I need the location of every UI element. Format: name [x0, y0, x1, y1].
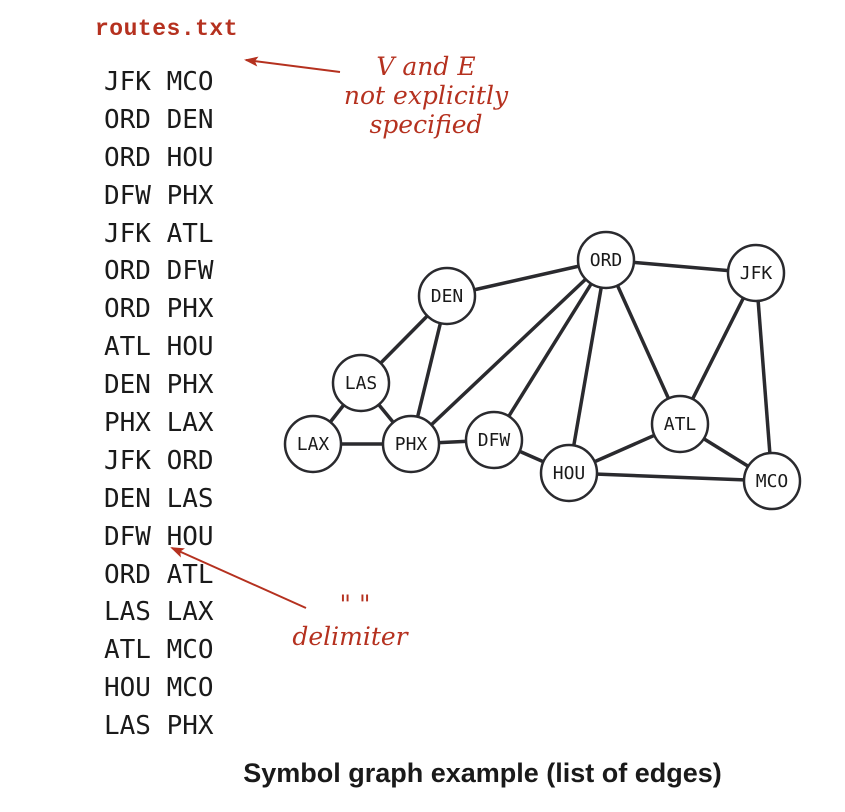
- graph-node-label: DEN: [431, 286, 464, 307]
- graph-edge-ord-phx: [409, 258, 608, 446]
- graph-node-den: DEN: [417, 266, 477, 326]
- graph-node-ord: ORD: [576, 230, 636, 290]
- filename-label: routes.txt: [95, 16, 239, 42]
- route-line: ORD PHX: [104, 294, 214, 325]
- route-line: JFK ORD: [104, 445, 214, 476]
- route-line: DFW PHX: [104, 180, 214, 211]
- graph-edge-hou-mco: [568, 471, 773, 483]
- graph-node-circle: [417, 266, 477, 326]
- graph-node-dfw: DFW: [464, 410, 524, 470]
- graph-nodes: ORD JFK DEN LAS LAX PHX DFW ATL HOU MCO: [283, 230, 802, 511]
- graph-node-jfk: JFK: [726, 243, 786, 303]
- route-line: DEN LAS: [104, 483, 214, 514]
- route-line: DEN PHX: [104, 370, 214, 401]
- route-line: ATL HOU: [104, 332, 214, 363]
- route-line: ORD DFW: [104, 256, 214, 287]
- graph-node-circle: [650, 394, 710, 454]
- graph-node-lax: LAX: [283, 414, 343, 474]
- graph-node-circle: [464, 410, 524, 470]
- route-line: DFW HOU: [104, 521, 214, 552]
- graph-node-label: PHX: [395, 434, 428, 455]
- graph-edge-jfk-mco: [754, 272, 774, 482]
- ve-annotation: V and E not explicitly specified: [316, 52, 536, 139]
- route-line: ATL MCO: [104, 635, 214, 666]
- ve-annotation-line3: specified: [369, 110, 483, 139]
- figure-caption: Symbol graph example (list of edges): [243, 758, 722, 788]
- graph-node-circle: [283, 414, 343, 474]
- route-line: ORD HOU: [104, 142, 214, 173]
- route-line: ORD DEN: [104, 104, 214, 135]
- graph-node-label: DFW: [478, 430, 511, 451]
- ve-annotation-line2: not explicitly: [343, 81, 509, 110]
- graph-node-hou: HOU: [539, 443, 599, 503]
- route-line: HOU MCO: [104, 673, 214, 704]
- graph-node-phx: PHX: [381, 414, 441, 474]
- graph-node-circle: [381, 414, 441, 474]
- graph-node-label: LAS: [345, 373, 378, 394]
- graph-node-label: MCO: [756, 471, 789, 492]
- routes-list: JFK MCO ORD DEN ORD HOU DFW PHX JFK ATL ORD D…: [104, 64, 214, 746]
- graph-node-circle: [742, 451, 802, 511]
- graph-node-label: HOU: [553, 463, 586, 484]
- graph-node-atl: ATL: [650, 394, 710, 454]
- graph-node-label: ORD: [590, 250, 623, 271]
- delimiter-annotation: delimiter: [292, 622, 408, 651]
- graph-node-circle: [726, 243, 786, 303]
- ve-annotation-line1: V and E: [376, 52, 476, 81]
- graph-node-circle: [576, 230, 636, 290]
- route-line: PHX LAX: [104, 408, 214, 439]
- graph-node-label: JFK: [740, 263, 773, 284]
- delimiter-quotes: " ": [339, 590, 371, 619]
- graph-edge-ord-dfw: [492, 259, 608, 441]
- graph-node-circle: [539, 443, 599, 503]
- graph-edge-ord-atl: [604, 259, 682, 425]
- route-line: ORD ATL: [104, 559, 214, 590]
- delimiter-arrow: [170, 547, 307, 609]
- graph-node-circle: [331, 353, 391, 413]
- graph-node-label: LAX: [297, 434, 330, 455]
- route-line: JFK MCO: [104, 67, 214, 97]
- ve-arrow: [244, 56, 341, 73]
- graph-node-mco: MCO: [742, 451, 802, 511]
- route-line: LAS LAX: [104, 597, 214, 628]
- graph-node-las: LAS: [331, 353, 391, 413]
- graph-edge-ord-hou: [567, 259, 608, 474]
- route-line: LAS PHX: [104, 711, 214, 742]
- graph-node-label: ATL: [664, 414, 697, 435]
- route-line: JFK ATL: [104, 218, 214, 249]
